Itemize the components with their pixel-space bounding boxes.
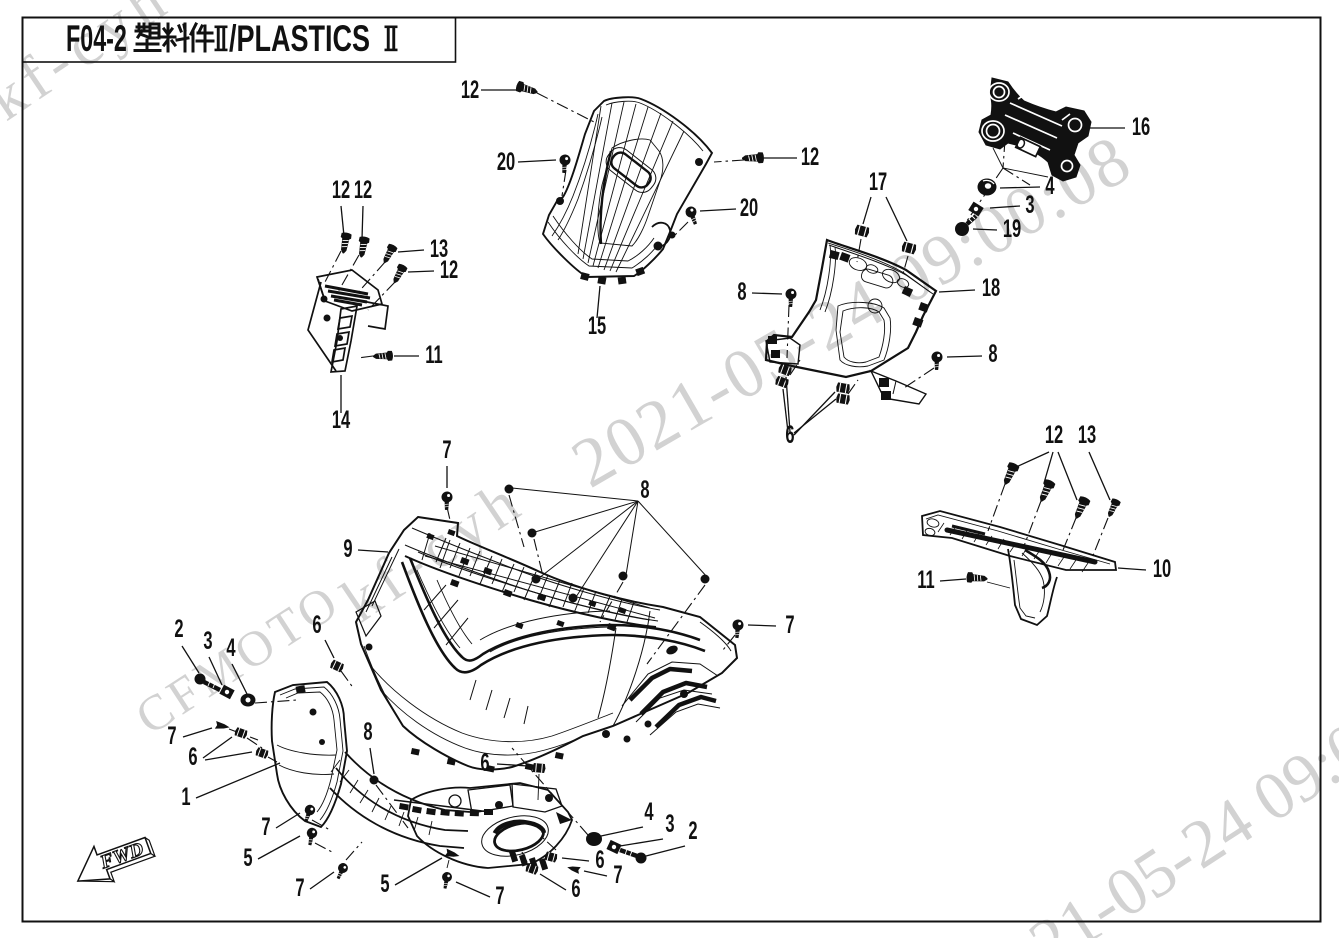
svg-text:7: 7 [442, 437, 451, 464]
svg-text:7: 7 [261, 814, 270, 841]
svg-text:5: 5 [380, 871, 389, 898]
svg-text:7: 7 [613, 862, 622, 889]
svg-text:12: 12 [461, 77, 479, 104]
svg-text:7: 7 [495, 883, 504, 910]
svg-text:12: 12 [354, 177, 372, 204]
svg-text:8: 8 [640, 477, 649, 504]
svg-text:12: 12 [332, 177, 350, 204]
svg-text:18: 18 [982, 275, 1001, 302]
svg-text:4: 4 [1045, 173, 1054, 200]
svg-text:12: 12 [1045, 422, 1063, 449]
svg-text:6: 6 [312, 612, 321, 639]
svg-text:6: 6 [571, 876, 580, 903]
svg-text:20: 20 [497, 149, 515, 176]
svg-text:3: 3 [665, 811, 674, 838]
svg-text:5: 5 [243, 845, 252, 872]
svg-text:1: 1 [181, 784, 190, 811]
svg-text:6: 6 [188, 744, 197, 771]
svg-text:3: 3 [1025, 192, 1034, 219]
svg-text:2: 2 [688, 818, 697, 845]
svg-text:7: 7 [167, 723, 176, 750]
svg-text:10: 10 [1153, 556, 1171, 583]
svg-text:6: 6 [480, 750, 489, 777]
svg-text:17: 17 [869, 169, 887, 196]
svg-text:9: 9 [343, 536, 352, 563]
svg-text:13: 13 [430, 236, 449, 263]
svg-text:15: 15 [588, 313, 607, 340]
svg-text:11: 11 [917, 567, 935, 594]
svg-text:3: 3 [203, 628, 212, 655]
svg-text:8: 8 [988, 341, 997, 368]
svg-text:19: 19 [1003, 216, 1021, 243]
svg-text:6: 6 [785, 422, 794, 449]
svg-text:20: 20 [740, 195, 758, 222]
svg-text:2: 2 [174, 616, 183, 643]
svg-text:13: 13 [1078, 422, 1097, 449]
svg-text:8: 8 [737, 279, 746, 306]
svg-text:6: 6 [595, 847, 604, 874]
svg-text:4: 4 [226, 635, 235, 662]
svg-text:7: 7 [295, 875, 304, 902]
svg-text:11: 11 [425, 342, 443, 369]
svg-text:12: 12 [801, 144, 819, 171]
svg-text:4: 4 [644, 799, 653, 826]
svg-text:8: 8 [363, 719, 372, 746]
svg-text:12: 12 [440, 257, 458, 284]
svg-text:7: 7 [785, 612, 794, 639]
svg-text:16: 16 [1132, 114, 1151, 141]
svg-text:F04-2: F04-2 [66, 17, 127, 59]
svg-text:/PLASTICS: /PLASTICS [229, 18, 370, 59]
svg-text:14: 14 [332, 407, 351, 434]
